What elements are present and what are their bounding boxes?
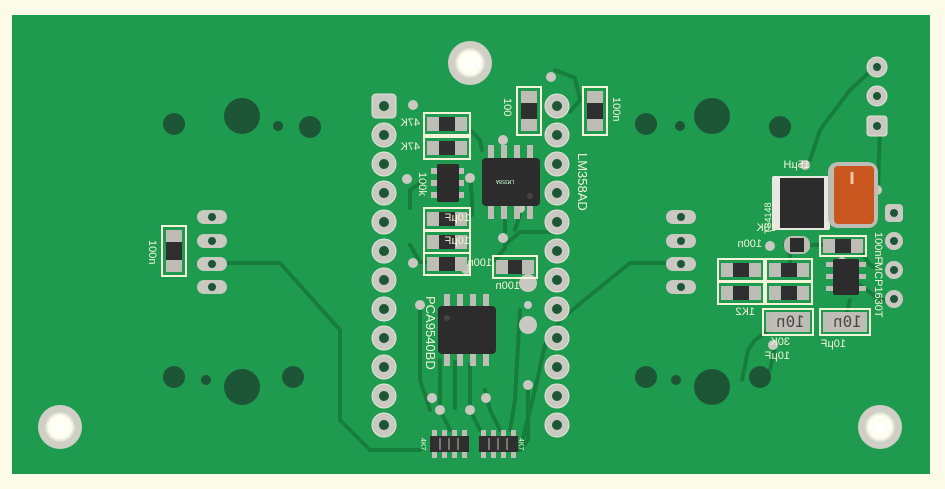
smd-passives bbox=[161, 86, 871, 336]
cap-value-a: 10n bbox=[776, 312, 805, 331]
label-rn-a: 4K7 bbox=[419, 438, 426, 451]
op-amp-label: LM358AD bbox=[575, 153, 590, 211]
label-10uf-d: 10µF bbox=[820, 338, 846, 350]
label-100n-mid2: 100n bbox=[495, 280, 520, 292]
label-15uh: 15µH bbox=[783, 159, 810, 171]
left-connector-pads bbox=[197, 210, 227, 294]
header-pins-left bbox=[371, 93, 397, 438]
small-chip-left bbox=[431, 164, 464, 202]
label-10uf-a: 10µF bbox=[444, 212, 470, 224]
op-amp-face-marking: LM358A bbox=[496, 178, 515, 184]
label-100n-mid: 100n bbox=[467, 257, 492, 269]
resistor-arrays bbox=[430, 430, 518, 458]
edge-pads bbox=[885, 204, 903, 308]
inductor bbox=[772, 176, 830, 230]
label-100n-left: 100n bbox=[146, 240, 158, 265]
right-connector-pads bbox=[666, 210, 696, 294]
label-100n-right: 100n bbox=[737, 238, 762, 250]
mounting-holes bbox=[38, 41, 902, 449]
cap-value-b: 10n bbox=[833, 312, 862, 331]
io-expander-label: PCA9540BD bbox=[423, 296, 438, 370]
electrolytic-capacitor bbox=[828, 162, 878, 228]
header-pins-right bbox=[544, 93, 570, 438]
label-100nf: 100nF bbox=[872, 232, 884, 264]
regulator-chip bbox=[826, 259, 866, 295]
io-expander-chip bbox=[438, 294, 496, 366]
label-10k: 10K bbox=[756, 222, 776, 234]
op-amp-chip bbox=[482, 145, 540, 219]
label-100-top: 100 bbox=[501, 98, 513, 117]
label-100k: 100k bbox=[416, 172, 428, 196]
label-rn-b: 4K7 bbox=[517, 438, 524, 451]
connector-holes bbox=[163, 98, 791, 405]
label-1k2: 1K2 bbox=[735, 306, 755, 318]
regulator-label: MCP1630T bbox=[872, 262, 884, 318]
diode bbox=[784, 236, 810, 254]
power-connector bbox=[866, 56, 888, 137]
label-10uf-c: 10µF bbox=[764, 350, 790, 362]
label-10uf-b: 10µF bbox=[444, 235, 470, 247]
label-47k-a: 47K bbox=[400, 117, 420, 129]
label-100n-top-right: 100n bbox=[610, 97, 622, 122]
label-30k: 30K bbox=[770, 336, 790, 348]
label-47k-b: 47K bbox=[400, 141, 420, 153]
